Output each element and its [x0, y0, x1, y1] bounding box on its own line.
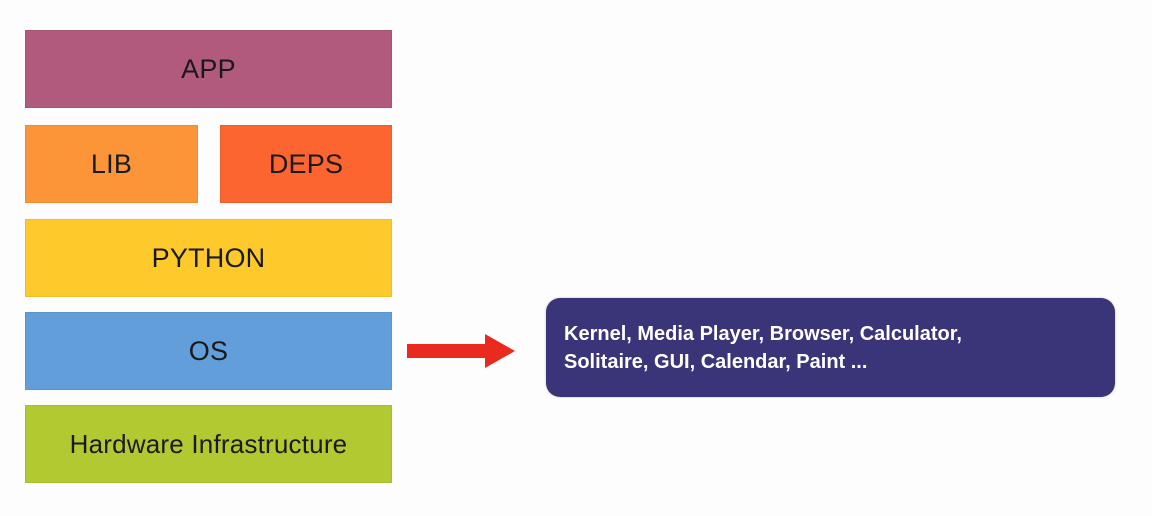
layer-lib-label: LIB [90, 148, 133, 179]
layer-lib: LIB [25, 125, 198, 203]
right-arrow-icon [407, 334, 515, 368]
layer-hardware-label: Hardware Infrastructure [69, 428, 348, 459]
layer-os-label: OS [188, 335, 229, 366]
layer-deps: DEPS [220, 125, 392, 203]
layer-deps-label: DEPS [268, 148, 344, 179]
layer-app: APP [25, 30, 392, 108]
os-examples-callout: Kernel, Media Player, Browser, Calculato… [546, 298, 1115, 397]
layer-app-label: APP [181, 53, 236, 84]
callout-line-1: Kernel, Media Player, Browser, Calculato… [564, 323, 962, 345]
callout-line-2: Solitaire, GUI, Calendar, Paint ... [564, 351, 868, 373]
layer-python-label: PYTHON [151, 242, 266, 273]
layer-python: PYTHON [25, 219, 392, 297]
layer-os: OS [25, 312, 392, 390]
layer-hardware: Hardware Infrastructure [25, 405, 392, 483]
